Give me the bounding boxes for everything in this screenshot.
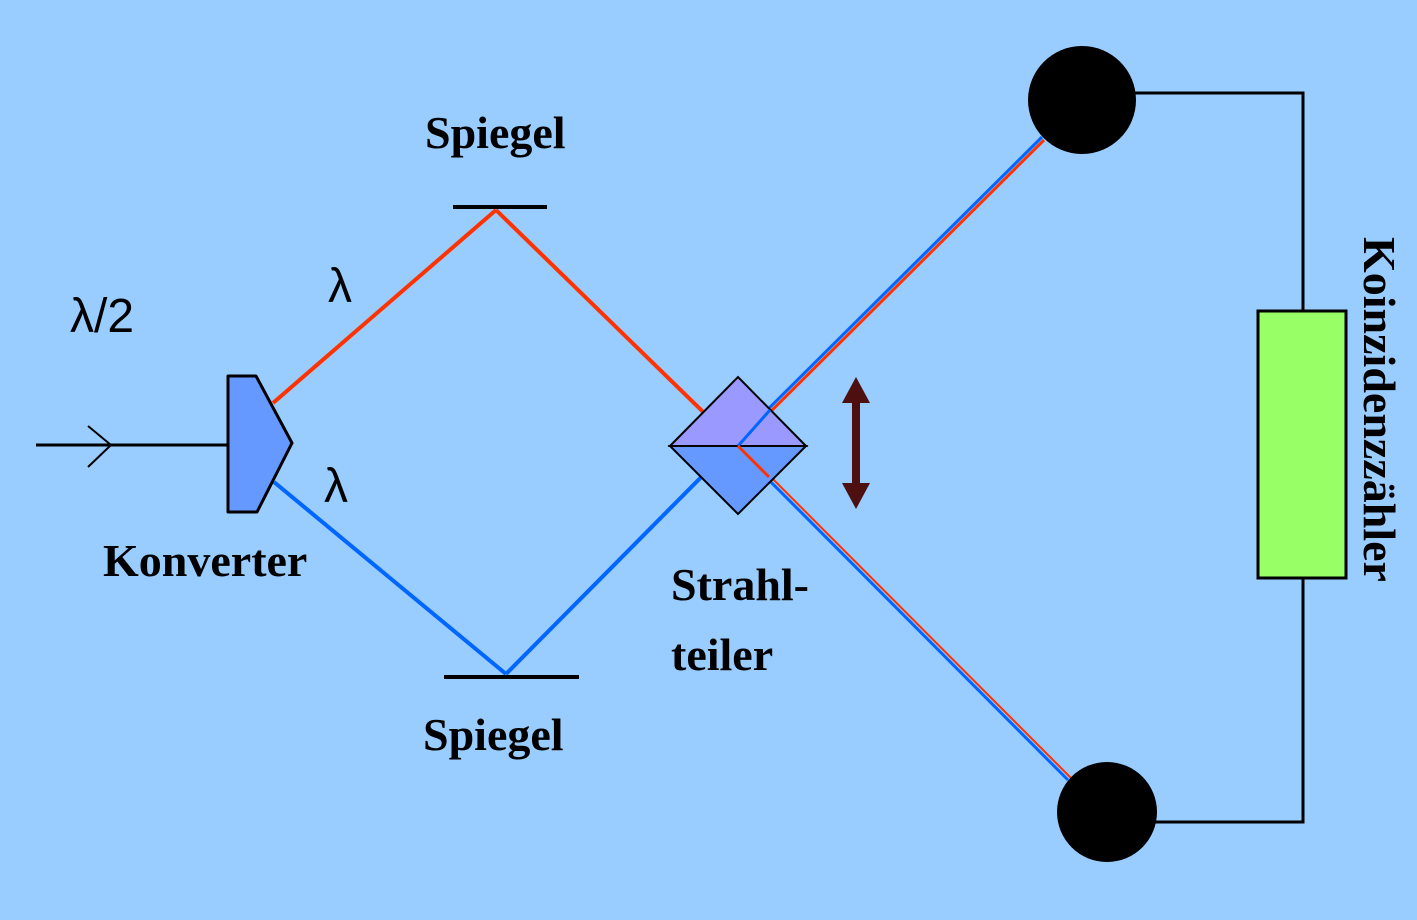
- output-beam-bottom-red: [736, 442, 1072, 779]
- beam-paths: [271, 135, 1072, 782]
- coincidence-counter-box-icon: [1256, 309, 1348, 580]
- splitter-label-line1: Strahl-: [671, 559, 809, 610]
- upper-wavelength-label: λ: [328, 260, 352, 313]
- wire-bottom: [1155, 578, 1305, 824]
- lower-wavelength-label: λ: [324, 460, 348, 513]
- input-beam: [36, 425, 228, 468]
- input-arrow-icon: [87, 425, 113, 468]
- coincidence-counter-label: Koinzidenzzähler: [1354, 237, 1405, 582]
- converter-label: Konverter: [103, 535, 307, 586]
- converter-prism-icon: [226, 374, 294, 514]
- blue-beam-to-mirror: [272, 480, 508, 676]
- detector-bottom-icon: [1057, 762, 1157, 862]
- mirror-top-label: Spiegel: [425, 107, 566, 158]
- red-beam-to-mirror: [271, 208, 498, 405]
- output-beam-top-red: [735, 138, 1046, 447]
- mirror-bottom-label: Spiegel: [423, 709, 564, 760]
- input-wavelength-label: λ/2: [70, 290, 134, 343]
- output-beam-bottom-blue: [732, 443, 1070, 782]
- beam-splitter-cube-icon: [667, 375, 809, 516]
- blue-beam-to-splitter: [504, 441, 737, 676]
- red-beam-to-splitter: [494, 208, 737, 445]
- output-beam-top-blue: [733, 135, 1044, 444]
- wire-top: [1135, 91, 1305, 311]
- double-arrow-icon[interactable]: [842, 377, 870, 509]
- detector-top-icon: [1028, 46, 1136, 154]
- splitter-label-line2: teiler: [671, 629, 773, 680]
